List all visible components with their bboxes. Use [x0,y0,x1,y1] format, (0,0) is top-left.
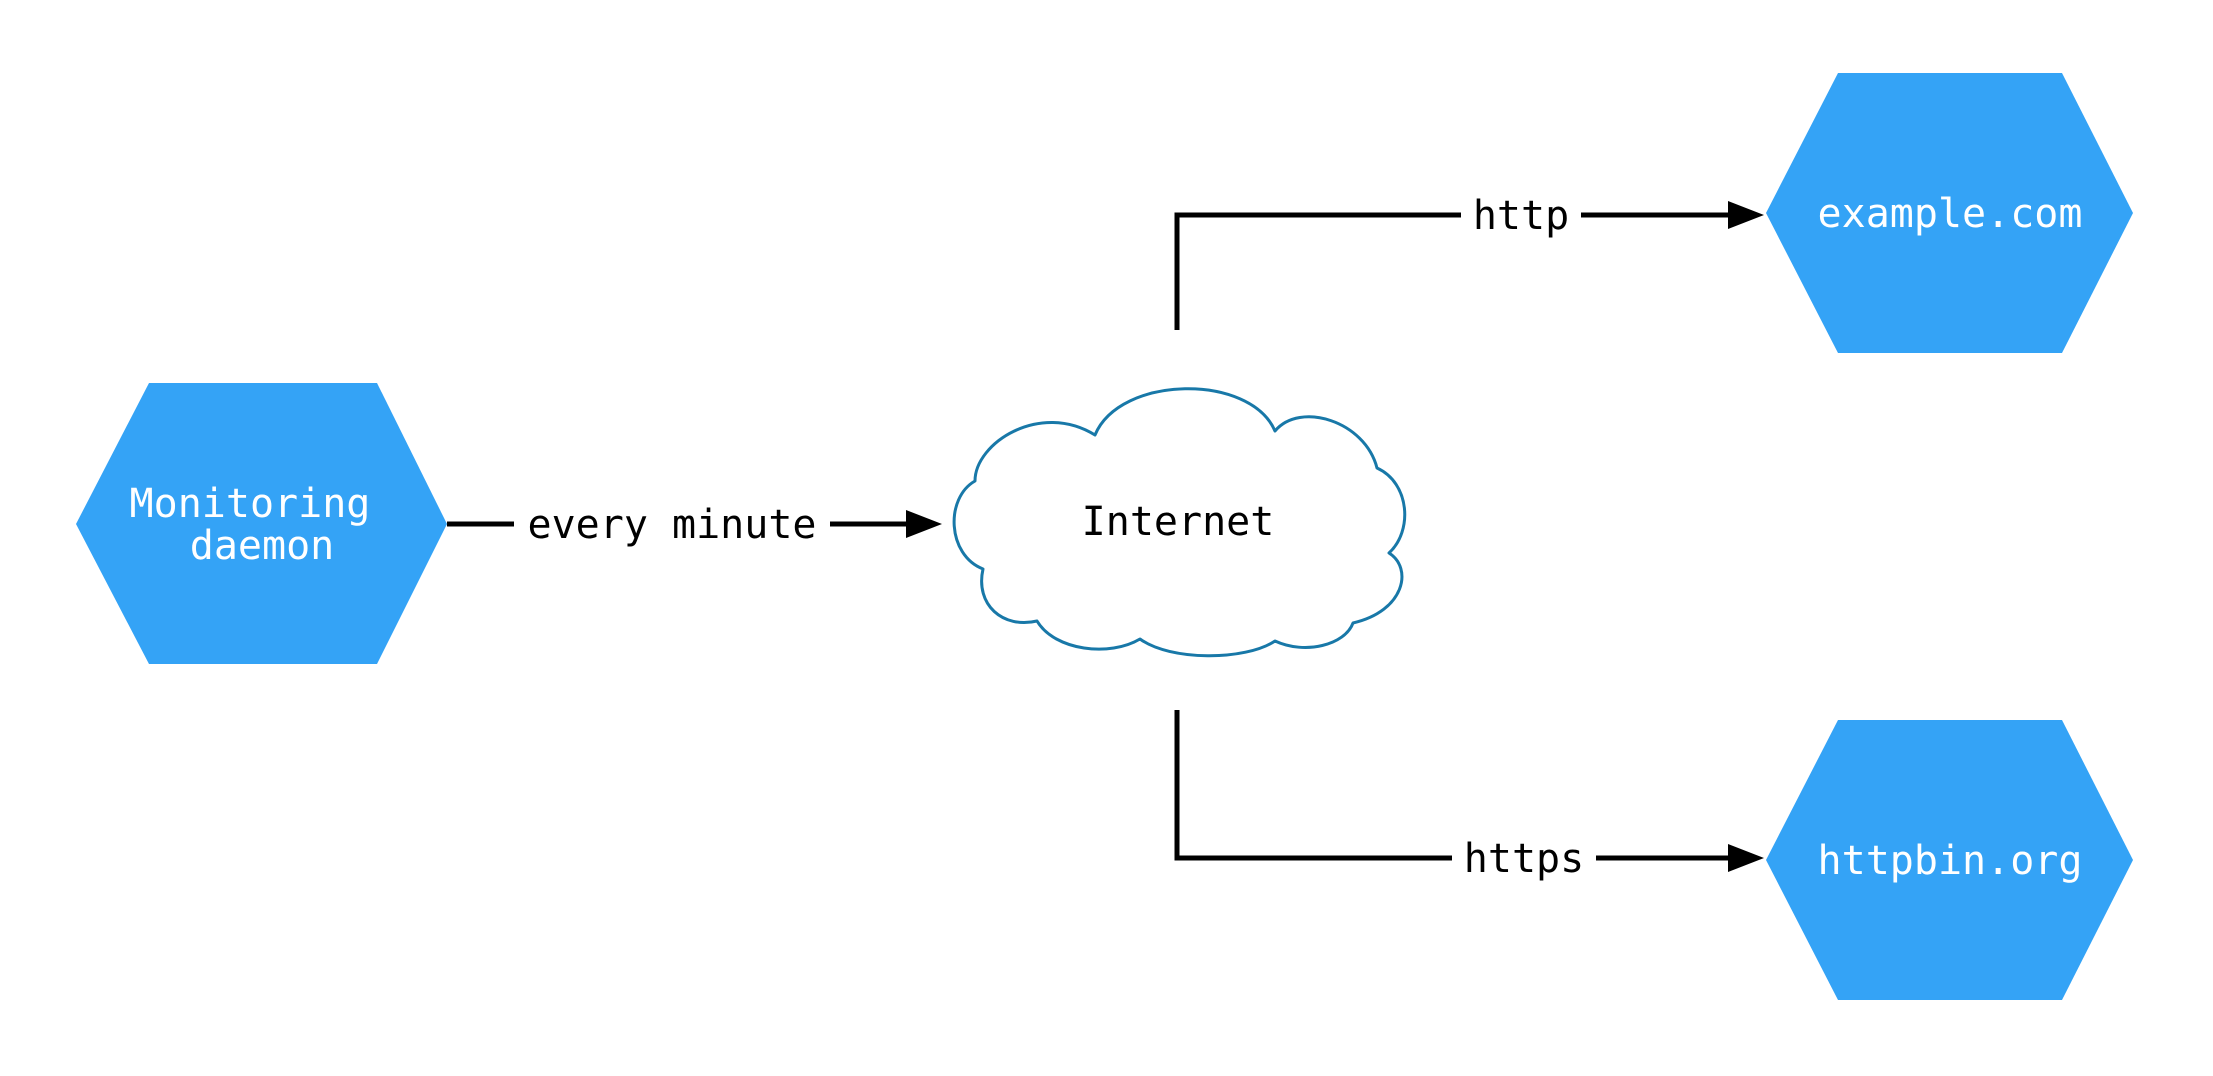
edge-label-every-minute: every minute [528,502,817,548]
node-monitoring-daemon [76,383,447,664]
node-label-httpbin-org: httpbin.org [1818,838,2083,884]
edge-label-bg-http [1461,191,1581,239]
edge-http-line [1174,212,1730,330]
edge-label-bg-https [1452,834,1596,882]
arrowheads [906,201,1764,872]
cloud-icon [952,387,1407,658]
edge-label-http: http [1473,193,1569,239]
edge-label-bg-every-minute [514,500,830,548]
edge-label-https: https [1464,836,1584,882]
node-example-com [1766,73,2133,353]
edge-labels: every minute http https [528,193,1585,882]
node-internet [952,387,1407,658]
node-label-example-com: example.com [1818,191,2083,237]
arrowhead-every-minute-icon [906,510,942,538]
node-labels: Monitoring daemon example.com httpbin.or… [130,191,2083,884]
cloud-label-group: Internet [1082,499,1275,545]
edge-label-backgrounds [514,191,1596,882]
node-httpbin-org [1766,720,2133,1000]
arrowhead-http-icon [1728,201,1764,229]
node-label-monitoring-daemon-line2: daemon [190,523,335,569]
node-label-internet: Internet [1082,499,1275,545]
node-label-monitoring-daemon-line1: Monitoring [130,481,371,527]
node-label-monitoring-daemon: Monitoring daemon [130,481,395,569]
arrowhead-https-icon [1728,844,1764,872]
